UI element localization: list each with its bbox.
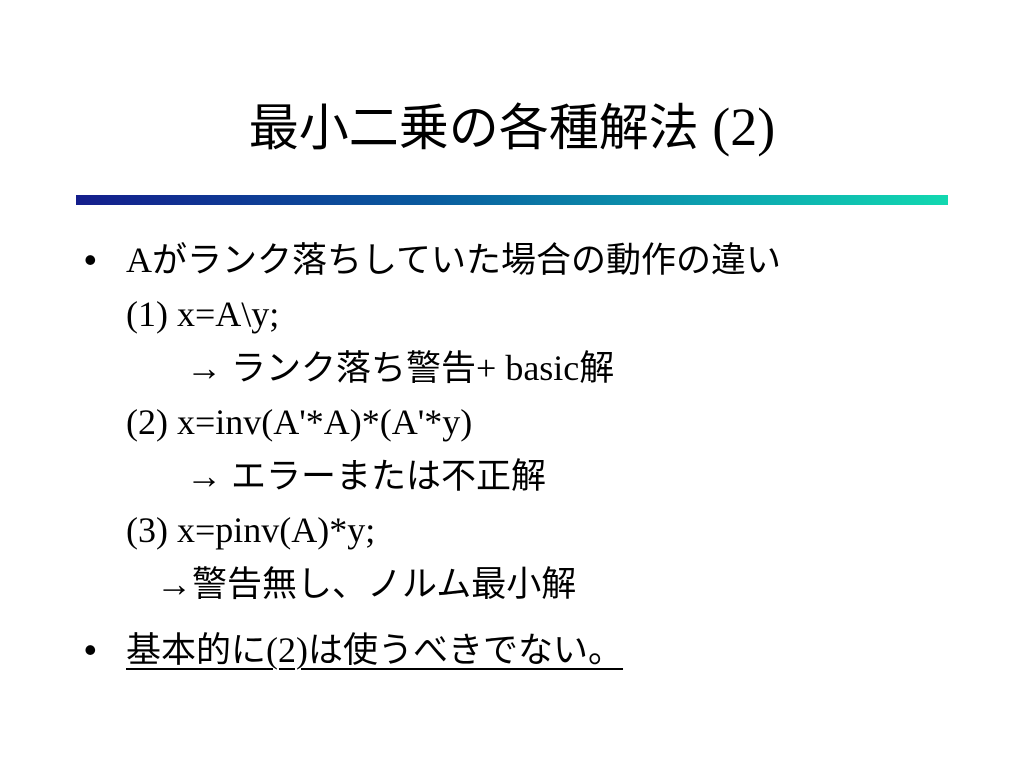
- code-line-2: (2) x=inv(A'*A)*(A'*y): [126, 402, 473, 442]
- result-line-1: → ランク落ち警告+ basic解: [186, 340, 614, 397]
- result-1-jp: ランク落ち警告: [231, 349, 477, 389]
- bullet-1-variable: A: [126, 240, 152, 280]
- code-line-1: (1) x=A\y;: [126, 294, 280, 334]
- title-divider: [76, 195, 948, 205]
- arrow-icon: →: [186, 456, 231, 496]
- result-1-jp-suffix: 解: [579, 349, 615, 389]
- slide-title-jp: 最小二乗の各種解法: [248, 99, 699, 157]
- slide-title: 最小二乗の各種解法 (2): [0, 92, 1024, 163]
- bullet-1-text: がランク落ちしていた場合の動作の違い: [152, 241, 781, 281]
- slide-title-number: (2): [698, 97, 776, 157]
- bullet-2-jp-prefix: 基本的に: [126, 631, 267, 671]
- result-line-3: →警告無し、ノルム最小解: [156, 556, 576, 613]
- result-1-latin: + basic: [476, 348, 580, 388]
- result-line-2: → エラーまたは不正解: [186, 448, 546, 505]
- bullet-2-text: 基本的に(2)は使うべきでない。: [126, 622, 623, 679]
- bullet-2-number: (2): [266, 630, 308, 670]
- arrow-icon: →: [186, 348, 231, 388]
- bullet-marker-2: •: [84, 629, 97, 670]
- bullet-1-heading: Aがランク落ちしていた場合の動作の違い: [126, 232, 781, 289]
- result-3-jp: 警告無し、ノルム最小解: [192, 565, 577, 605]
- arrow-icon: →: [156, 564, 192, 604]
- code-line-3: (3) x=pinv(A)*y;: [126, 510, 376, 550]
- bullet-marker-1: •: [84, 239, 97, 280]
- bullet-2-jp-suffix: は使うべきでない。: [308, 631, 624, 671]
- result-2-jp: エラーまたは不正解: [231, 457, 547, 497]
